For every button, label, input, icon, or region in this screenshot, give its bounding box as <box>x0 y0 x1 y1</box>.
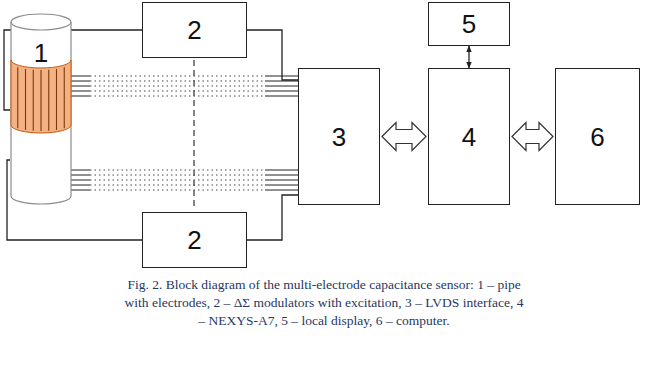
block-double-arrow <box>382 123 426 151</box>
electrode-lead <box>265 170 298 171</box>
block-box: 3 <box>298 68 380 205</box>
electrode-lead <box>71 96 90 97</box>
pipe-body <box>11 22 71 204</box>
electrode-lead <box>71 91 90 92</box>
electrode-lead-dotted <box>90 185 265 186</box>
electrode-lead <box>71 76 90 77</box>
block-box: 4 <box>428 68 510 205</box>
wire <box>468 46 469 68</box>
electrode-lead-dotted <box>90 170 265 171</box>
block-box: 6 <box>555 68 640 205</box>
block-number: 1 <box>34 40 48 66</box>
separator-dashed-line <box>193 60 194 210</box>
electrode-gap <box>56 69 57 130</box>
electrode-lead-dotted <box>90 180 265 181</box>
electrode-gap <box>33 70 34 131</box>
electrode-gap <box>40 70 41 131</box>
block-number: 3 <box>332 124 346 150</box>
electrode-lead-dotted <box>90 76 265 77</box>
edges <box>4 30 553 240</box>
block-number: 4 <box>462 124 476 150</box>
block-box: 2 <box>142 2 247 58</box>
wire <box>247 195 298 240</box>
electrode-lead <box>265 96 298 97</box>
electrode-gap <box>17 67 18 128</box>
electrode-lead-dotted <box>90 96 265 97</box>
electrode-lead <box>265 180 298 181</box>
block-number: 6 <box>590 124 604 150</box>
block-box: 2 <box>142 212 247 268</box>
connector <box>247 195 298 240</box>
electrode-gap <box>48 70 49 131</box>
block-number: 2 <box>187 227 201 253</box>
electrode-lead <box>265 91 298 92</box>
block-box: 5 <box>428 2 510 46</box>
wire <box>247 30 298 80</box>
electrode-lead-dotted <box>90 91 265 92</box>
electrode-gap <box>25 69 26 130</box>
electrode-lead <box>265 185 298 186</box>
pipe-top <box>11 14 71 30</box>
electrode-gap <box>64 67 65 128</box>
electrode-lead <box>265 175 298 176</box>
electrode-band <box>11 60 71 133</box>
electrode-lead-dotted <box>90 190 265 191</box>
electrode-lead <box>265 86 298 87</box>
connector <box>469 46 470 68</box>
connector <box>512 123 553 151</box>
electrode-lead <box>71 81 90 82</box>
caption-text: Fig. 2. Block diagram of the multi-elect… <box>125 277 524 328</box>
block-number: 2 <box>187 17 201 43</box>
block-number: 5 <box>462 11 476 37</box>
electrode-lead <box>265 190 298 191</box>
electrode-lead-dotted <box>90 86 265 87</box>
connector <box>247 30 298 80</box>
electrode-lead <box>71 86 90 87</box>
electrode-lead-dotted <box>90 81 265 82</box>
electrode-lead-dotted <box>90 175 265 176</box>
pipe-with-electrodes: 1 <box>10 10 72 206</box>
connector <box>382 123 426 151</box>
block-double-arrow <box>512 123 553 151</box>
figure-caption: Fig. 2. Block diagram of the multi-elect… <box>124 276 524 330</box>
